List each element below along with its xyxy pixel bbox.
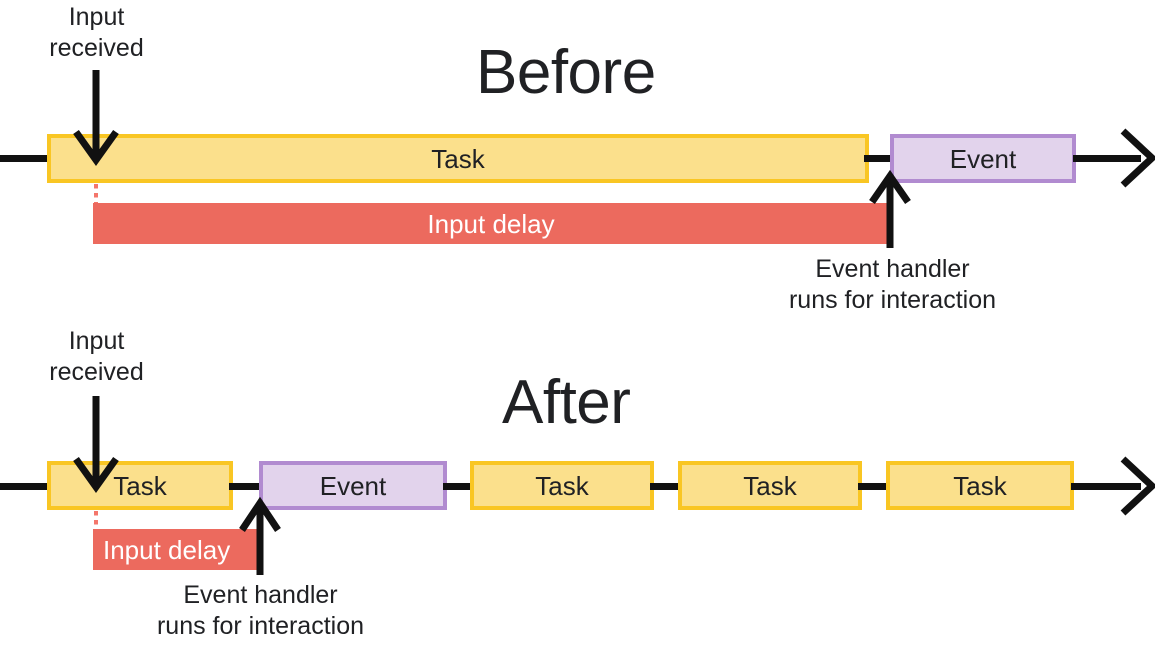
after-timeline-rail-3 [650,483,682,490]
after-timeline-rail-2 [443,483,475,490]
after-event-handler-note: Event handler runs for interaction [133,580,388,641]
after-event-label: Event [319,470,387,501]
after-input-received-line1: Input [68,327,125,355]
after-task-label-4: Task [953,470,1007,501]
after-task-label-2: Task [535,470,589,501]
before-input-received-label: Input received [24,2,169,63]
before-timeline-rail-right [1073,155,1141,162]
before-input-received-line1: Input [68,3,125,31]
before-input-delay-label: Input delay [427,208,555,239]
after-timeline-rail-right [1071,483,1141,490]
before-input-received-line2: received [49,33,144,62]
before-timeline-rail-mid [864,155,894,162]
after-task-label-3: Task [743,470,797,501]
after-input-received-label: Input received [24,326,169,387]
after-event-handler-line1: Event handler [183,581,338,609]
after-task-block-4[interactable]: Task [886,461,1074,510]
after-timeline-rail-left [0,483,50,490]
after-task-block-3[interactable]: Task [678,461,862,510]
before-timeline-rail-left [0,155,50,162]
after-input-delay-label: Input delay [103,534,231,565]
after-event-block[interactable]: Event [259,461,447,510]
after-input-received-line2: received [49,357,144,386]
after-task-label-1: Task [113,470,167,501]
before-section-title: Before [476,38,656,107]
after-input-delay-bar[interactable]: Input delay [93,529,260,570]
before-event-handler-line1: Event handler [815,255,970,283]
before-task-label: Task [431,143,485,174]
after-timeline-rail-1 [229,483,263,490]
before-input-marker-dotted [94,184,98,204]
before-task-block[interactable]: Task [47,134,869,183]
after-input-marker-dotted [94,511,98,531]
after-section-title: After [502,368,631,437]
after-task-block-2[interactable]: Task [470,461,654,510]
before-event-block[interactable]: Event [890,134,1076,183]
after-task-block-1[interactable]: Task [47,461,233,510]
before-event-handler-line2: runs for interaction [788,285,997,314]
after-timeline-rail-4 [858,483,890,490]
after-event-handler-line2: runs for interaction [156,611,365,640]
before-event-handler-note: Event handler runs for interaction [765,254,1020,315]
before-event-label: Event [949,143,1017,174]
before-input-delay-bar[interactable]: Input delay [93,203,889,244]
